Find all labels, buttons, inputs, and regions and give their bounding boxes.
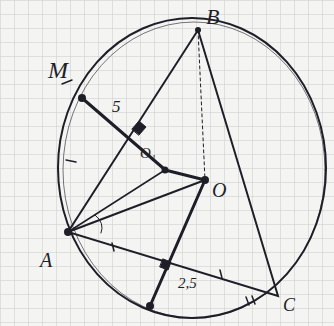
point-label: C [283,296,295,314]
right-angle-mark [132,121,146,135]
length-label: 5 [112,98,121,115]
length-label: 2,5 [178,276,197,291]
point [195,27,201,33]
point-label: M [48,58,68,82]
right-angle-mark [160,259,171,270]
tick-marks [62,80,255,305]
point-label: O [212,180,226,200]
segment-o1o [165,170,205,180]
point [162,167,169,174]
point-label: A [40,250,52,270]
point-label: O₁ [140,146,156,161]
point [78,94,86,102]
point-label: B [206,6,219,28]
perpendicular-ab [82,98,163,168]
point [201,176,209,184]
point [64,228,72,236]
segment-ao1 [68,170,165,232]
segment-bo [198,30,205,180]
angle-arc [95,215,102,233]
circle-retrace [63,22,325,318]
circle [58,18,326,318]
point [146,302,154,310]
perpendicular-ac [150,180,205,306]
